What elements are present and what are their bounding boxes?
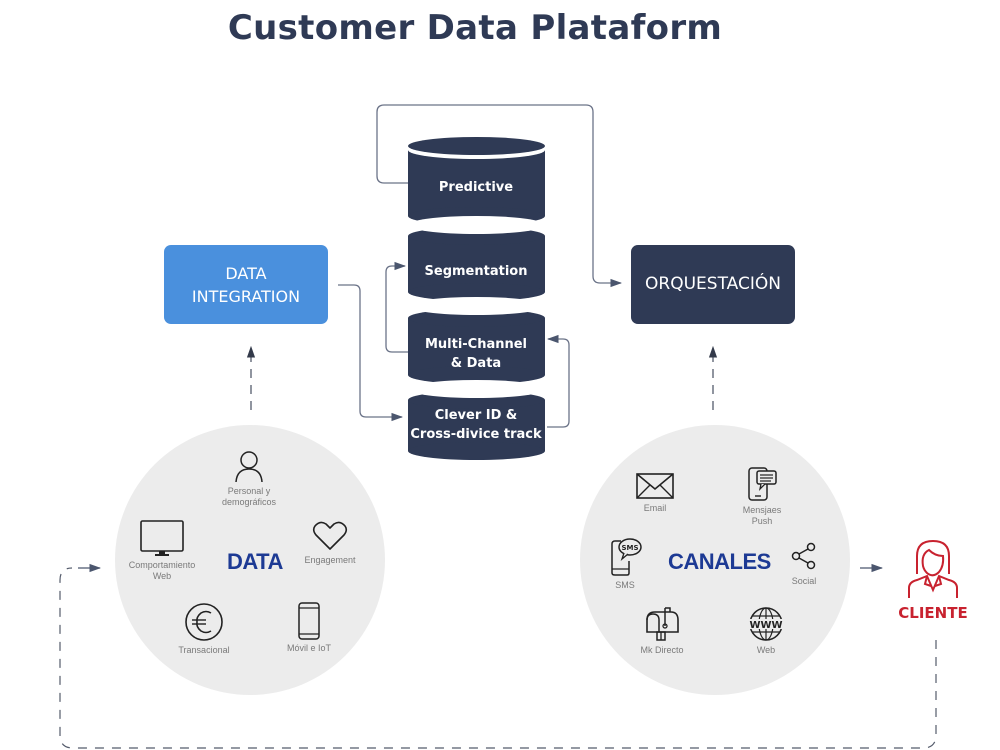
email-icon: [636, 473, 674, 499]
box-label-line: ORQUESTACIÓN: [645, 274, 781, 294]
smartphone-icon: [298, 602, 320, 640]
page-title: Customer Data Plataform: [227, 8, 723, 48]
layer-label-line: Predictive: [438, 180, 514, 195]
connector-integration-to-cleverid: [338, 284, 404, 422]
box-label-line: DATA: [225, 263, 267, 283]
channel-item-social: Social: [749, 542, 859, 587]
canales-circle-title: CANALES: [668, 549, 771, 574]
item-label: Engagement: [304, 555, 356, 565]
connector-cleverid-to-multichannel: [546, 334, 570, 428]
item-label: Email: [643, 503, 667, 513]
connector-multichannel-to-segmentation: [385, 261, 408, 353]
item-label: Transacional: [178, 645, 230, 655]
share-icon: [791, 542, 816, 570]
channels-circle: [580, 425, 850, 695]
item-label: Web: [756, 645, 776, 655]
cylinder-cleverid: [408, 380, 545, 460]
channel-item-web: WWW Web: [711, 606, 821, 656]
layer-label-line: & Data: [450, 356, 502, 371]
push-message-icon: [748, 467, 777, 501]
layer-label-predictive: Predictive: [406, 178, 546, 197]
euro-icon: [185, 603, 223, 641]
channel-item-sms: SMS SMS: [570, 537, 680, 591]
channel-item-direct-mail: Mk Directo: [607, 606, 717, 656]
layer-label-cleverid: Clever ID & Cross-divice track: [406, 406, 546, 444]
item-label: Mk Directo: [640, 645, 684, 655]
cliente-node[interactable]: CLIENTE: [885, 538, 981, 622]
layer-label-line: Clever ID &: [434, 408, 518, 423]
sms-icon: SMS: [611, 538, 642, 576]
data-circle-title: DATA: [227, 549, 283, 574]
item-label: SMS: [615, 580, 635, 590]
sms-badge-text: SMS: [621, 544, 638, 552]
cylinder-multichannel: [408, 297, 545, 384]
item-label: Móvil e IoT: [286, 643, 331, 653]
layer-label-line: Multi-Channel: [424, 337, 528, 352]
www-globe-icon: WWW: [748, 607, 784, 641]
www-badge-text: WWW: [749, 620, 782, 631]
data-item-transactional: Transacional: [149, 602, 259, 656]
cliente-label: CLIENTE: [898, 604, 968, 622]
data-integration-box[interactable]: DATA INTEGRATION: [164, 245, 328, 324]
channel-item-email: Email: [600, 472, 710, 514]
cylinder-segmentation: [408, 216, 545, 301]
data-sources-circle: [115, 425, 385, 695]
woman-customer-icon: [908, 539, 958, 598]
mailbox-icon: [646, 607, 679, 641]
person-icon: [235, 451, 263, 483]
layer-label-line: Segmentation: [424, 264, 528, 279]
monitor-icon: [140, 520, 184, 556]
heart-icon: [312, 521, 348, 550]
layer-label-multichannel: Multi-Channel & Data: [406, 335, 546, 373]
box-label-line: INTEGRATION: [191, 286, 301, 306]
item-label: Social: [791, 576, 817, 586]
dashed-feedback-loop: [59, 567, 937, 749]
layer-label-line: Cross-divice track: [410, 427, 542, 442]
orquestacion-box[interactable]: ORQUESTACIÓN: [631, 245, 795, 324]
connector-predictive-to-orquestacion: [376, 104, 623, 288]
data-item-mobile-iot: Móvil e IoT: [254, 602, 364, 654]
data-item-engagement: Engagement: [275, 520, 385, 566]
layer-label-segmentation: Segmentation: [406, 262, 546, 281]
